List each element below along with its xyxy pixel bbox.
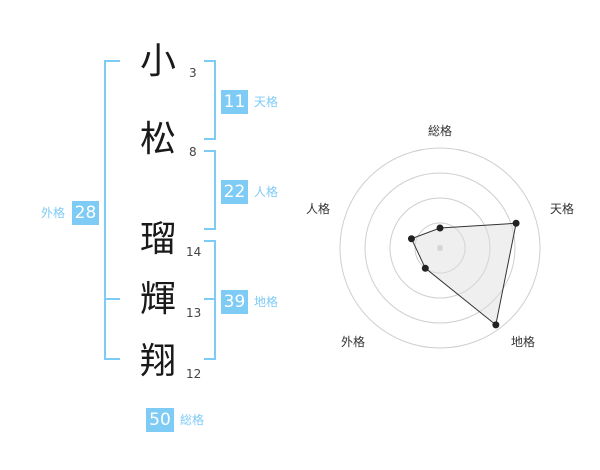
radar-polygon-group bbox=[410, 222, 517, 326]
chikaku-value: 39 bbox=[221, 290, 248, 314]
radar-point-2 bbox=[492, 321, 500, 329]
soukaku-value: 50 bbox=[146, 408, 174, 432]
jinkaku-label: 人格 bbox=[254, 185, 279, 199]
stroke-count-4: 13 bbox=[186, 306, 202, 320]
stroke-count-3: 14 bbox=[186, 245, 202, 259]
name-char-1: 小 bbox=[140, 41, 177, 82]
radar-rings bbox=[339, 147, 541, 349]
radar-ring-2 bbox=[389, 197, 491, 299]
radar-point-4 bbox=[407, 235, 415, 243]
name-char-4: 輝 bbox=[140, 279, 177, 320]
radar-point-3 bbox=[421, 264, 429, 272]
radar-point-0 bbox=[436, 224, 444, 232]
radar-ring-4 bbox=[339, 147, 541, 349]
radar-center bbox=[437, 245, 443, 251]
gaikaku-label: 外格 bbox=[41, 206, 66, 220]
jinkaku-value: 22 bbox=[221, 180, 248, 204]
stroke-count-1: 3 bbox=[189, 66, 197, 80]
name-char-3: 瑠 bbox=[140, 219, 177, 260]
radar-ring-1 bbox=[414, 222, 466, 274]
chikaku-label: 地格 bbox=[254, 295, 279, 309]
radar-axis-label-gaikaku: 外格 bbox=[341, 335, 366, 349]
radar-axis-label-chikaku: 地格 bbox=[511, 335, 536, 349]
tenkaku-value: 11 bbox=[221, 90, 248, 114]
radar-ring-3 bbox=[364, 172, 516, 324]
radar-polygon bbox=[410, 222, 517, 326]
radar-axis-label-tenkaku: 天格 bbox=[550, 202, 575, 216]
radar-axis-label-jinkaku: 人格 bbox=[306, 202, 331, 216]
name-char-5: 翔 bbox=[140, 341, 177, 382]
radar-point-1 bbox=[512, 219, 520, 227]
soukaku-label: 総格 bbox=[180, 413, 205, 427]
radar-axis-label-soukaku: 総格 bbox=[428, 124, 453, 138]
radar-points bbox=[407, 219, 520, 329]
tenkaku-label: 天格 bbox=[254, 95, 279, 109]
stroke-count-2: 8 bbox=[189, 145, 197, 159]
stroke-count-5: 12 bbox=[186, 367, 202, 381]
gaikaku-value: 28 bbox=[72, 201, 99, 225]
name-char-2: 松 bbox=[140, 119, 177, 160]
